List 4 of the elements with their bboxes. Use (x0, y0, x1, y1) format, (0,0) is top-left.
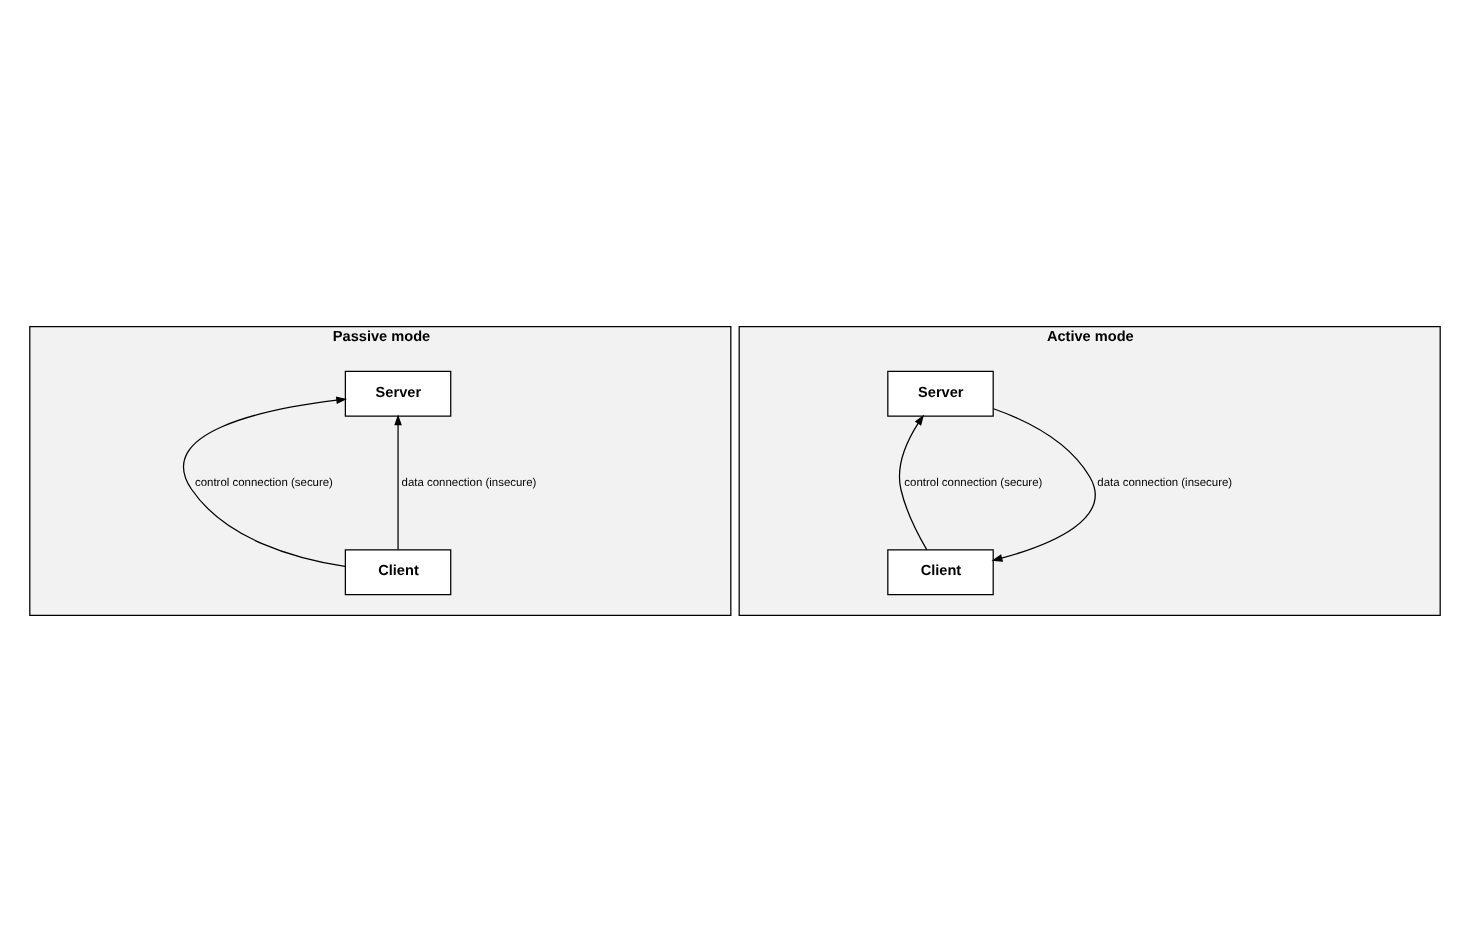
arrow (898, 413, 928, 550)
arrow (991, 407, 1096, 561)
arrow (394, 413, 402, 550)
arrow (183, 395, 348, 567)
